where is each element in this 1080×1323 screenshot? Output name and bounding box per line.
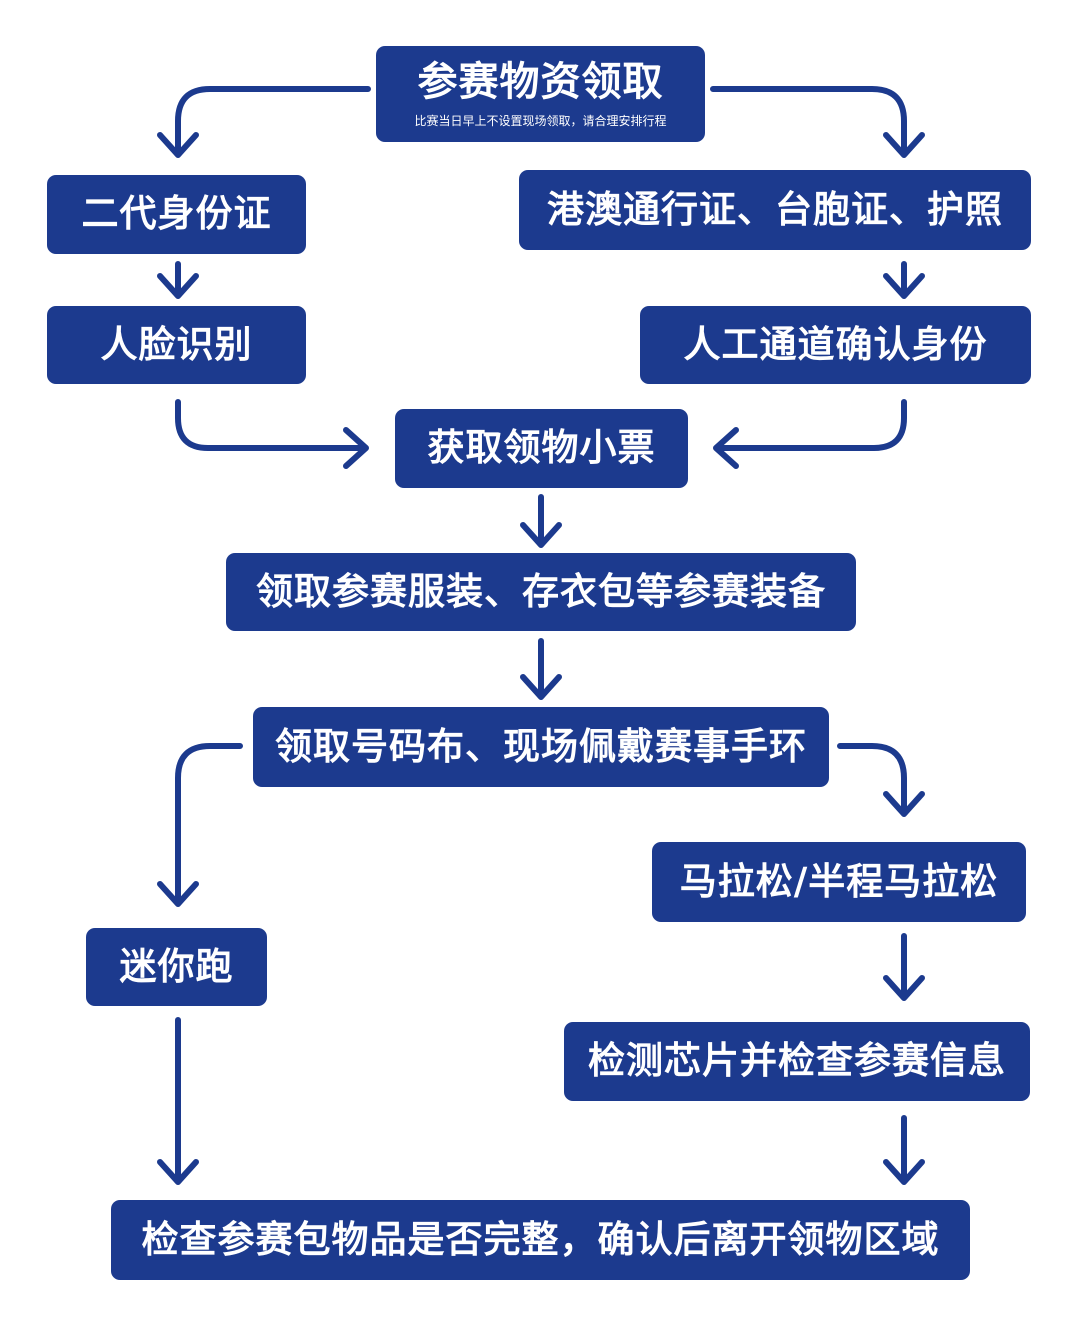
arrow-bib-to-mini-run <box>157 743 243 907</box>
arrow-gear-to-bib <box>520 638 562 700</box>
final-check-label: 检查参赛包物品是否完整，确认后离开领物区域 <box>141 1217 940 1261</box>
arrow-mini-run-to-final <box>157 1017 199 1185</box>
arrow-marathon-to-chip <box>883 933 925 1001</box>
face-recognition-label: 人脸识别 <box>100 322 253 366</box>
arrow-chip-to-final <box>883 1115 925 1185</box>
start-node: 参赛物资领取 比赛当日早上不设置现场领取，请合理安排行程 <box>376 46 705 142</box>
id-card-label: 二代身份证 <box>81 192 272 236</box>
chip-check-label: 检测芯片并检查参赛信息 <box>588 1039 1006 1083</box>
arrow-start-to-id-card <box>157 86 371 158</box>
other-docs-node: 港澳通行证、台胞证、护照 <box>519 170 1031 250</box>
arrow-other-docs-to-manual <box>883 261 925 299</box>
bib-node: 领取号码布、现场佩戴赛事手环 <box>253 707 829 787</box>
bib-label: 领取号码布、现场佩戴赛事手环 <box>275 724 807 768</box>
chip-check-node: 检测芯片并检查参赛信息 <box>564 1022 1030 1101</box>
final-check-node: 检查参赛包物品是否完整，确认后离开领物区域 <box>111 1200 970 1280</box>
start-node-note: 比赛当日早上不设置现场领取，请合理安排行程 <box>414 113 667 128</box>
arrow-ticket-to-gear <box>520 494 562 548</box>
id-card-node: 二代身份证 <box>47 175 306 254</box>
ticket-label: 获取领物小票 <box>427 426 656 470</box>
face-recognition-node: 人脸识别 <box>47 306 306 384</box>
other-docs-label: 港澳通行证、台胞证、护照 <box>547 187 1003 231</box>
marathon-label: 马拉松/半程马拉松 <box>679 859 999 903</box>
gear-label: 领取参赛服装、存衣包等参赛装备 <box>256 569 826 613</box>
mini-run-node: 迷你跑 <box>86 928 267 1006</box>
manual-check-label: 人工通道确认身份 <box>683 322 988 366</box>
ticket-node: 获取领物小票 <box>395 409 688 488</box>
gear-node: 领取参赛服装、存衣包等参赛装备 <box>226 553 856 631</box>
start-node-label: 参赛物资领取 <box>417 58 664 105</box>
mini-run-label: 迷你跑 <box>119 944 234 988</box>
arrow-manual-to-ticket <box>713 399 907 469</box>
manual-check-node: 人工通道确认身份 <box>640 306 1031 384</box>
arrow-start-to-other-docs <box>710 86 925 158</box>
arrow-face-to-ticket <box>175 399 369 469</box>
arrow-bib-to-marathon <box>837 743 925 817</box>
arrow-id-card-to-face <box>157 261 199 299</box>
marathon-node: 马拉松/半程马拉松 <box>652 842 1026 922</box>
